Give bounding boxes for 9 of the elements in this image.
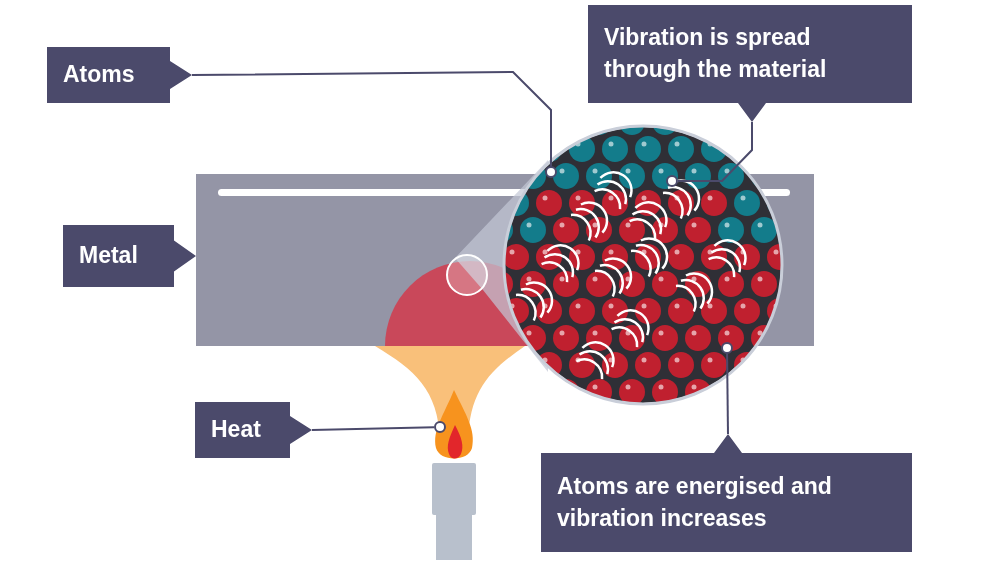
callout-label: Heat bbox=[195, 402, 312, 458]
callout-label: Atoms are energised and vibration increases bbox=[541, 434, 912, 552]
callout-label: Metal bbox=[63, 225, 196, 287]
pointer-dot bbox=[434, 421, 446, 433]
leader-line bbox=[191, 71, 552, 167]
leader-line bbox=[677, 121, 753, 182]
callout-label: Atoms bbox=[47, 47, 192, 103]
leader-line bbox=[311, 426, 435, 431]
callout-label: Vibration is spread through the material bbox=[588, 5, 912, 122]
